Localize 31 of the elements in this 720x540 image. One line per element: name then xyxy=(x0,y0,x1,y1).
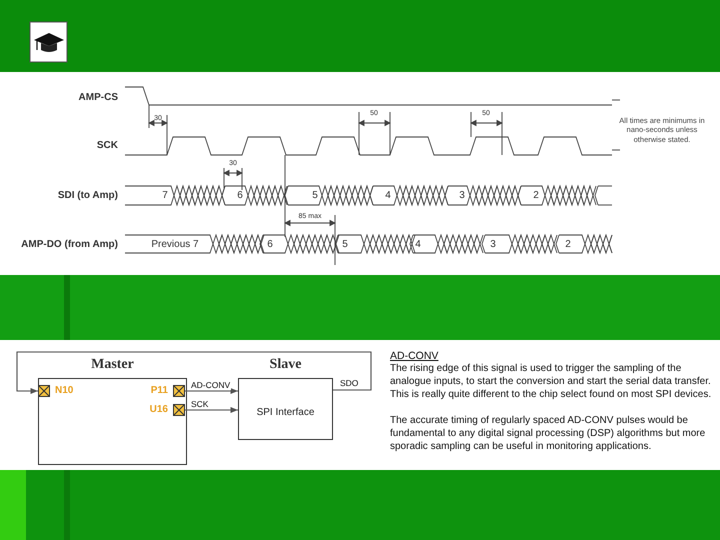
bus-value: 4 xyxy=(384,190,392,201)
edge-label: AD-CONV xyxy=(190,380,232,390)
bus-value: 2 xyxy=(564,239,572,250)
paragraph: The accurate timing of regularly spaced AD-CONV pulses would be fundamental to any digital signal processing (DSP) algorithms but more sporadic sampling can be useful in monitoring applications. xyxy=(390,414,706,453)
box-label: SPI Interface xyxy=(256,407,316,418)
connector-arrow xyxy=(185,406,238,414)
section-heading: AD-CONV xyxy=(390,350,440,362)
edge-label: SDO xyxy=(339,378,360,388)
signal-name: SDI (to Amp) xyxy=(56,190,118,201)
signal-name: SCK xyxy=(96,140,118,151)
bus-value: 5 xyxy=(341,239,349,250)
signal-name: AMP-DO (from Amp) xyxy=(20,239,118,250)
bus-value: 3 xyxy=(489,239,497,250)
bus-value: 6 xyxy=(236,190,244,201)
paragraph: The rising edge of this signal is used to trigger the sampling of the analogue inputs, to start the conversion and start the serial data transfer. This is really quite different to the chip select found on most SPI devices. xyxy=(390,362,712,401)
pin-label: N10 xyxy=(55,385,74,396)
connector-arrow xyxy=(185,388,238,394)
bus-value: Previous 7 xyxy=(150,239,200,250)
connector-arrow xyxy=(16,351,372,394)
pin-label: U16 xyxy=(150,404,168,415)
bus-value: 2 xyxy=(532,190,540,201)
edge-label: SCK xyxy=(190,399,210,409)
bus-value: 3 xyxy=(458,190,466,201)
bus-value: 5 xyxy=(311,190,319,201)
signal-name: AMP-CS xyxy=(78,92,118,103)
box-heading: Master xyxy=(90,357,135,373)
bus-value: 4 xyxy=(414,239,422,250)
bus-value: 7 xyxy=(161,190,169,201)
pin-label: P11 xyxy=(150,385,168,396)
bus-value: 6 xyxy=(266,239,274,250)
box-heading: Slave xyxy=(268,357,302,373)
